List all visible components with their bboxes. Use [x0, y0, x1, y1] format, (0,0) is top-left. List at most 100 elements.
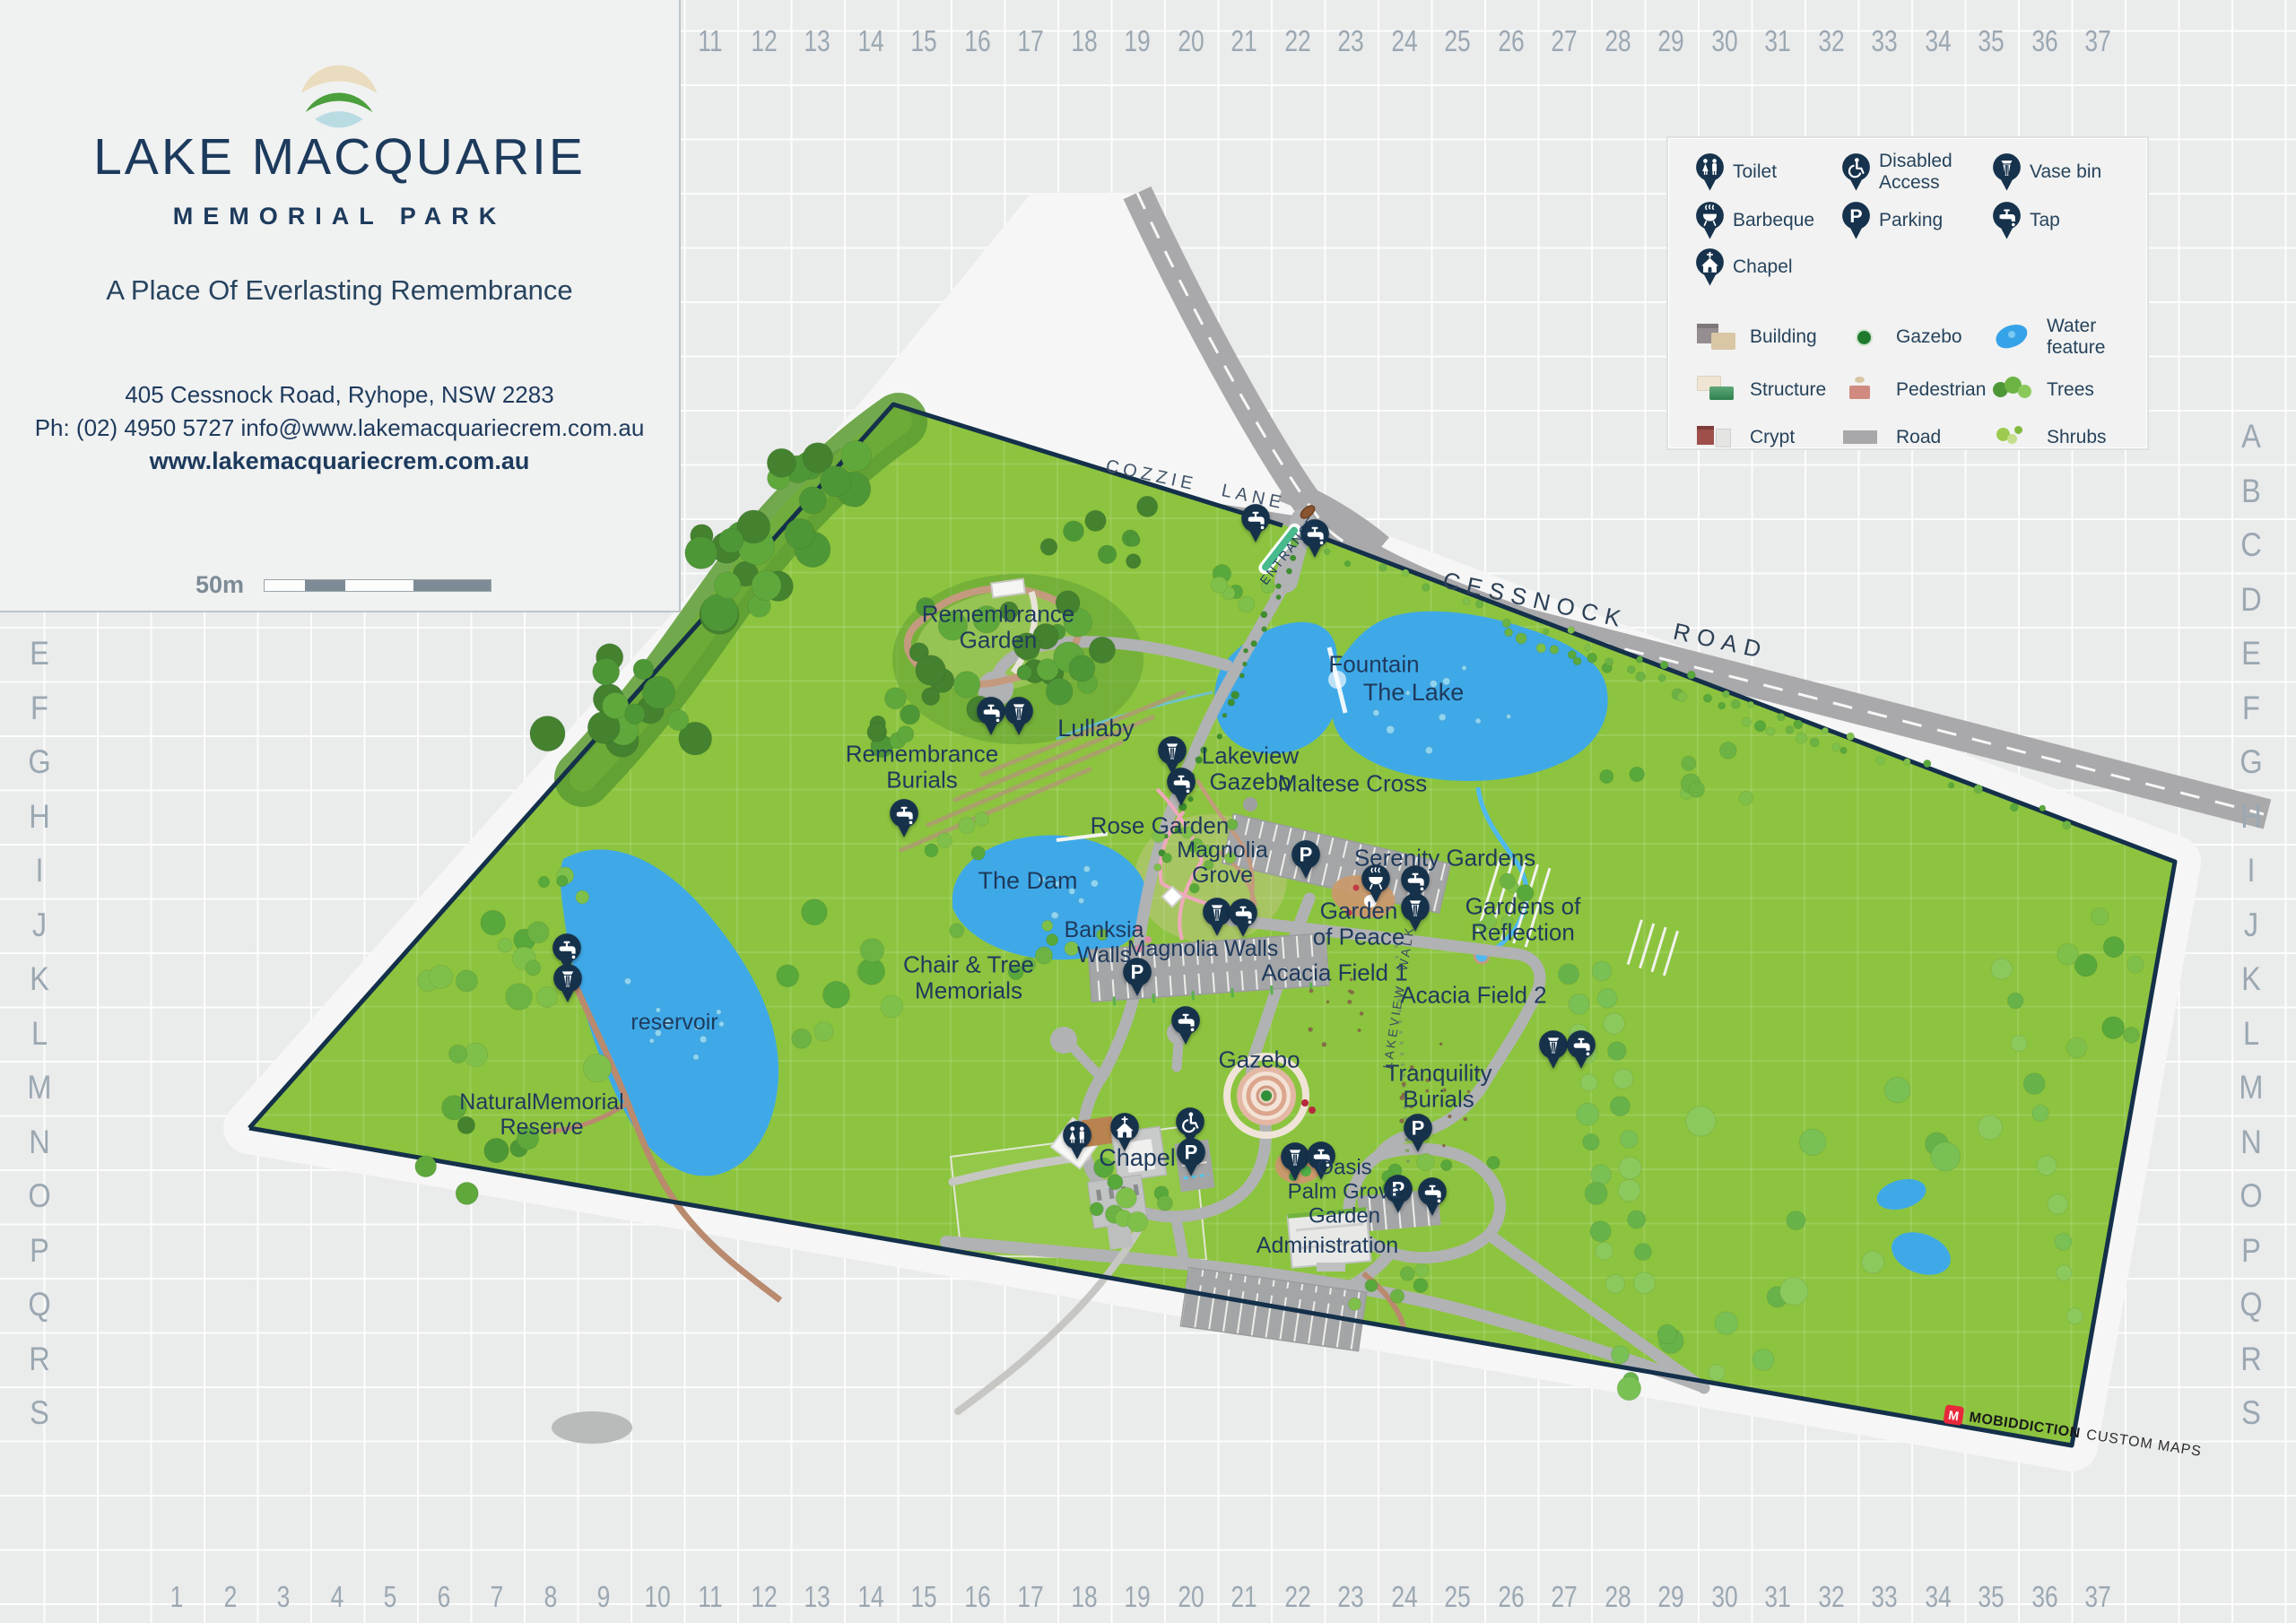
tree	[1425, 1089, 1430, 1093]
tree	[802, 442, 834, 473]
reservoir-water	[560, 849, 779, 1176]
tree	[525, 959, 542, 976]
legend-item-disabled: Disabled Access	[1841, 151, 1992, 194]
tree	[1039, 538, 1058, 556]
tree	[2126, 955, 2144, 974]
tree	[1605, 657, 1614, 667]
trees-swatch	[1992, 374, 2039, 406]
tree	[667, 709, 690, 732]
crypt-swatch	[1695, 421, 1742, 454]
tree	[1875, 756, 1885, 766]
tree	[1846, 732, 1855, 742]
tree	[1474, 717, 1482, 725]
parking-icon	[1841, 201, 1871, 240]
tree	[1347, 1297, 1362, 1311]
legend-item-toilet: Toilet	[1695, 151, 1841, 194]
trellis	[1161, 885, 1184, 908]
tree	[1347, 999, 1352, 1005]
tree	[556, 874, 569, 888]
tree	[866, 722, 888, 742]
tree	[1779, 1277, 1809, 1306]
tree	[840, 440, 873, 472]
tree	[1618, 1156, 1642, 1180]
tree	[2006, 992, 2024, 1010]
tree	[1424, 746, 1433, 755]
tree	[1231, 690, 1240, 700]
legend-label: Building	[1750, 326, 1817, 347]
tree	[2054, 1232, 2073, 1251]
tree	[1063, 520, 1084, 542]
legend-label: Parking	[1879, 210, 1944, 230]
tree	[1222, 712, 1228, 718]
scale-segment	[305, 579, 346, 591]
tree	[1730, 699, 1741, 709]
legend-label: Disabled Access	[1879, 151, 1952, 193]
tree	[1204, 860, 1214, 871]
tree	[970, 846, 986, 861]
tree	[1635, 655, 1644, 664]
bench	[1056, 832, 1109, 842]
tree	[1399, 1266, 1415, 1281]
tree	[1216, 733, 1223, 740]
tree	[1126, 533, 1141, 547]
tree	[1285, 568, 1293, 575]
tree	[1290, 538, 1300, 548]
small-pond	[1876, 1178, 1926, 1211]
tree	[1126, 553, 1142, 569]
tree	[924, 843, 939, 858]
tree	[1903, 758, 1911, 766]
legend-item-structure: Structure	[1695, 374, 1841, 406]
flower-bed	[1345, 909, 1352, 916]
tree	[1633, 1271, 1656, 1295]
tree	[1722, 690, 1730, 699]
tree	[1178, 803, 1187, 812]
tree	[751, 569, 782, 602]
tree	[1635, 671, 1646, 682]
tree	[1016, 664, 1033, 681]
tree	[1831, 742, 1841, 752]
tree	[1378, 563, 1387, 572]
tree	[1389, 1289, 1405, 1304]
legend-item-trees: Trees	[1992, 374, 2146, 406]
tree	[1425, 1078, 1430, 1083]
tree	[813, 1021, 834, 1042]
tree	[1688, 781, 1705, 798]
tree	[2102, 936, 2125, 959]
tree	[455, 1181, 479, 1205]
tree	[1620, 1130, 1639, 1149]
tree	[1765, 726, 1776, 736]
tree	[1357, 1028, 1361, 1033]
tree	[1153, 863, 1162, 872]
tree	[1344, 560, 1352, 568]
tree	[1115, 1186, 1137, 1210]
rock-outcrop	[552, 1411, 632, 1444]
tree	[2057, 942, 2079, 966]
tree	[915, 655, 946, 686]
tree	[1089, 1202, 1104, 1217]
tree	[1084, 509, 1107, 532]
tree	[921, 687, 941, 707]
tree	[2009, 803, 2019, 812]
tree	[1627, 1210, 1647, 1229]
tree	[2066, 1037, 2088, 1059]
magnolia-parking-lot	[1087, 932, 1330, 1002]
tree	[1401, 1081, 1406, 1087]
tree	[1034, 946, 1054, 965]
tree	[1416, 1152, 1435, 1172]
tree	[900, 704, 921, 725]
legend-label: Toilet	[1733, 161, 1778, 182]
water-swatch	[1992, 321, 2039, 353]
tree	[1096, 928, 1109, 942]
tree	[2047, 1193, 2069, 1215]
legend-label: Chapel	[1733, 256, 1793, 277]
tree	[1786, 1211, 1806, 1231]
tree	[448, 1044, 468, 1064]
tree	[1617, 1178, 1641, 1202]
tree	[936, 832, 953, 848]
remembrance-path-spur	[1011, 590, 1039, 674]
legend-item-vase: Vase bin	[1992, 151, 2146, 194]
tree	[1440, 1159, 1453, 1172]
tree	[1633, 1243, 1652, 1262]
tree	[1227, 699, 1236, 707]
